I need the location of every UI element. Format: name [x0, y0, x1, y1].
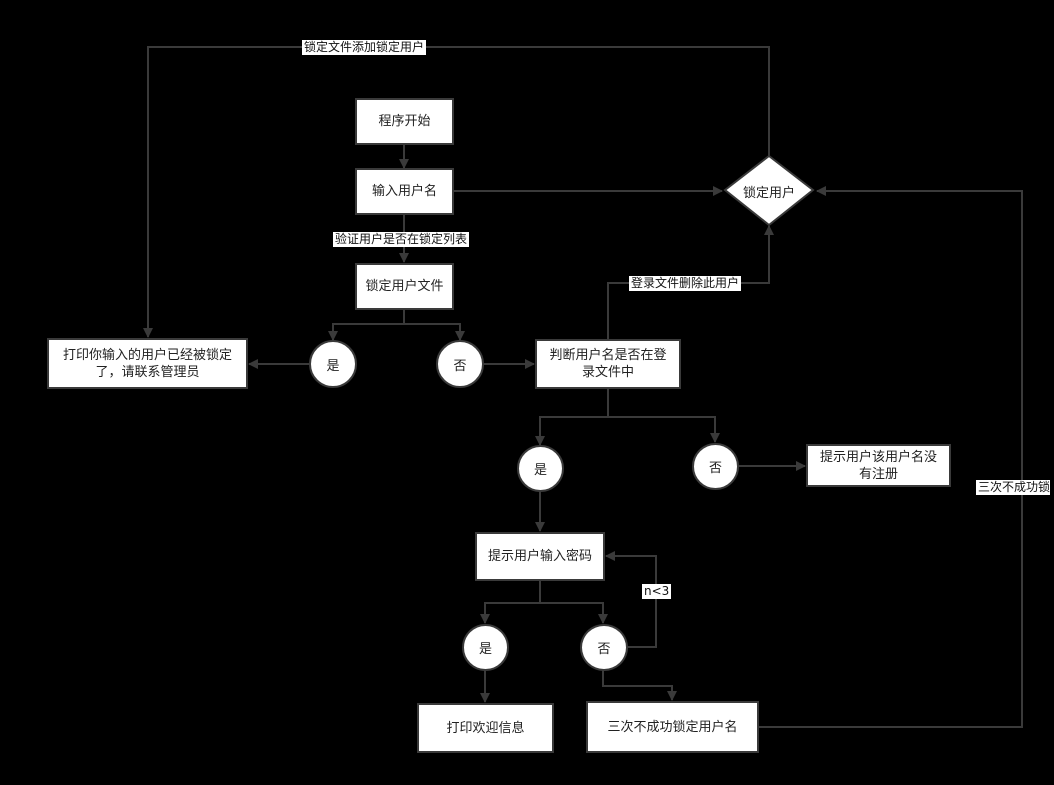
no-circle-3-label: 否 [597, 642, 611, 657]
lock-file-node: 锁定用户文件 [355, 263, 454, 310]
no-circle-1-label: 否 [453, 358, 467, 374]
yes-circle-2: 是 [517, 445, 564, 492]
lock-user-diamond [723, 154, 815, 227]
input-password-node: 提示用户输入密码 [475, 532, 605, 581]
no-circle-1: 否 [436, 340, 484, 388]
locked-message-label: 打印你输入的用户已经被锁定了，请联系管理员 [62, 347, 232, 380]
edge-threefail-diamond [758, 186, 1023, 728]
edge-password-split [480, 580, 541, 624]
locked-message-node: 打印你输入的用户已经被锁定了，请联系管理员 [47, 338, 248, 389]
start-label: 程序开始 [378, 114, 431, 129]
input-username-node: 输入用户名 [355, 168, 454, 215]
yes-circle-1: 是 [309, 340, 357, 388]
welcome-label: 打印欢迎信息 [446, 720, 525, 736]
edge-no3-retry [605, 551, 657, 648]
edge-label-three-fail-lock: 三次不成功锁 [976, 480, 1051, 495]
edge-label-delete-login: 登录文件删除此用户 [629, 276, 742, 291]
edge-label-add-lock: 锁定文件添加锁定用户 [302, 40, 427, 55]
edge-no3-threefail [602, 670, 677, 701]
edge-label-retry: n<3 [642, 584, 672, 599]
yes-circle-3-label: 是 [478, 642, 492, 657]
edge-check-no [608, 416, 720, 443]
check-login-label: 判断用户名是否在登录文件中 [549, 348, 667, 380]
yes-circle-3: 是 [462, 624, 509, 671]
three-fail-label: 三次不成功锁定用户名 [607, 719, 738, 735]
edge-lockfile-no [404, 323, 465, 341]
no-circle-3: 否 [580, 624, 628, 671]
no-circle-2: 否 [692, 443, 739, 490]
welcome-node: 打印欢迎信息 [417, 703, 554, 753]
edge-password-no [540, 602, 608, 624]
edge-label-verify-lock: 验证用户是否在锁定列表 [333, 232, 470, 247]
no-circle-2-label: 否 [708, 461, 722, 476]
input-username-label: 输入用户名 [371, 184, 437, 199]
lock-file-label: 锁定用户文件 [365, 279, 444, 294]
edge-diamond-lockedmsg [143, 46, 770, 338]
check-login-node: 判断用户名是否在登录文件中 [535, 339, 681, 389]
not-registered-node: 提示用户该用户名没有注册 [806, 444, 951, 487]
yes-circle-1-label: 是 [326, 358, 340, 374]
three-fail-node: 三次不成功锁定用户名 [586, 701, 759, 753]
yes-circle-2-label: 是 [533, 463, 547, 478]
edge-lockfile-split [328, 309, 405, 341]
not-registered-label: 提示用户该用户名没有注册 [819, 449, 937, 482]
start-node: 程序开始 [355, 98, 454, 145]
input-password-label: 提示用户输入密码 [487, 549, 592, 564]
edge-check-split [535, 388, 609, 446]
lock-user-label: 锁定用户 [742, 186, 795, 201]
